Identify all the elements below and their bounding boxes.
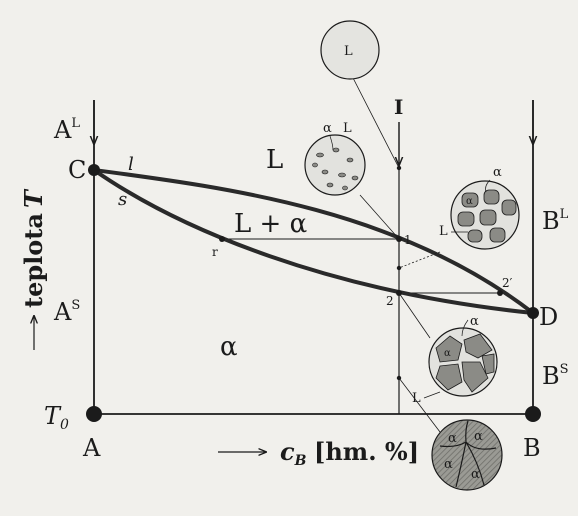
- x-axis-unit: [hm. %]: [314, 437, 419, 466]
- microstructure-mostly-solid: α L α: [412, 314, 498, 406]
- region-liquid-label: L: [266, 145, 283, 175]
- point-A: [86, 406, 102, 422]
- microstructure-solid: α α α α: [431, 419, 503, 491]
- m5-grain-4: α: [471, 467, 480, 482]
- liquidus-label: l: [128, 154, 134, 175]
- m2-alpha-label: α: [323, 121, 332, 136]
- label-point-1: 1: [404, 233, 412, 247]
- label-D: D: [539, 303, 558, 331]
- point-D: [527, 307, 539, 319]
- x-axis-title: cB [hm. %]: [218, 437, 419, 469]
- y-axis-label: teplota: [19, 213, 48, 308]
- point-C: [88, 164, 100, 176]
- label-BS: BS: [542, 362, 569, 390]
- m5-grain-1: α: [448, 431, 457, 446]
- liquidus-curve: [93, 168, 535, 315]
- leader-m5: [398, 377, 441, 433]
- region-solid-label: α: [220, 332, 238, 362]
- microstructure-nuclei: α L: [304, 121, 366, 196]
- label-T0: T0: [44, 402, 69, 433]
- y-axis-title: teplota T: [19, 188, 48, 350]
- microstructure-liquid: L: [320, 20, 380, 80]
- solidus-curve: [92, 168, 534, 315]
- section-label-I: I: [394, 95, 403, 119]
- solidus-label: s: [118, 189, 127, 210]
- leader-m1: [349, 71, 400, 169]
- m3-liquid-label: L: [439, 224, 448, 239]
- leader-m4: [398, 292, 431, 339]
- m3-grain-label: α: [466, 196, 473, 207]
- m5-grain-2: α: [474, 429, 483, 444]
- label-A: A: [82, 434, 101, 462]
- m4-alpha-label: α: [470, 314, 479, 329]
- m4-liquid-label: L: [412, 391, 421, 406]
- m4-grain-label: α: [444, 348, 451, 359]
- label-BL: BL: [542, 207, 569, 235]
- label-B: B: [523, 434, 541, 462]
- microstructure-partial: α α L: [439, 165, 520, 250]
- label-point-2: 2: [386, 294, 394, 308]
- region-two-phase-label: L + α: [234, 209, 307, 239]
- y-axis-symbol: T: [19, 188, 48, 208]
- label-AS: AS: [53, 298, 80, 326]
- label-AL: AL: [53, 116, 80, 144]
- m3-alpha-label: α: [493, 165, 502, 180]
- leader-m3: [398, 251, 441, 269]
- label-C: C: [68, 156, 86, 184]
- m1-label: L: [344, 44, 353, 59]
- x-axis-symbol: cB: [280, 437, 307, 469]
- point-r: [219, 236, 225, 242]
- m5-grain-3: α: [444, 457, 453, 472]
- point-2prime: [497, 290, 503, 296]
- leader-m2: [359, 194, 400, 240]
- point-B: [525, 406, 541, 422]
- label-point-r: r: [212, 245, 218, 259]
- label-point-2prime: 2′: [502, 276, 513, 290]
- m2-liquid-label: L: [343, 121, 352, 136]
